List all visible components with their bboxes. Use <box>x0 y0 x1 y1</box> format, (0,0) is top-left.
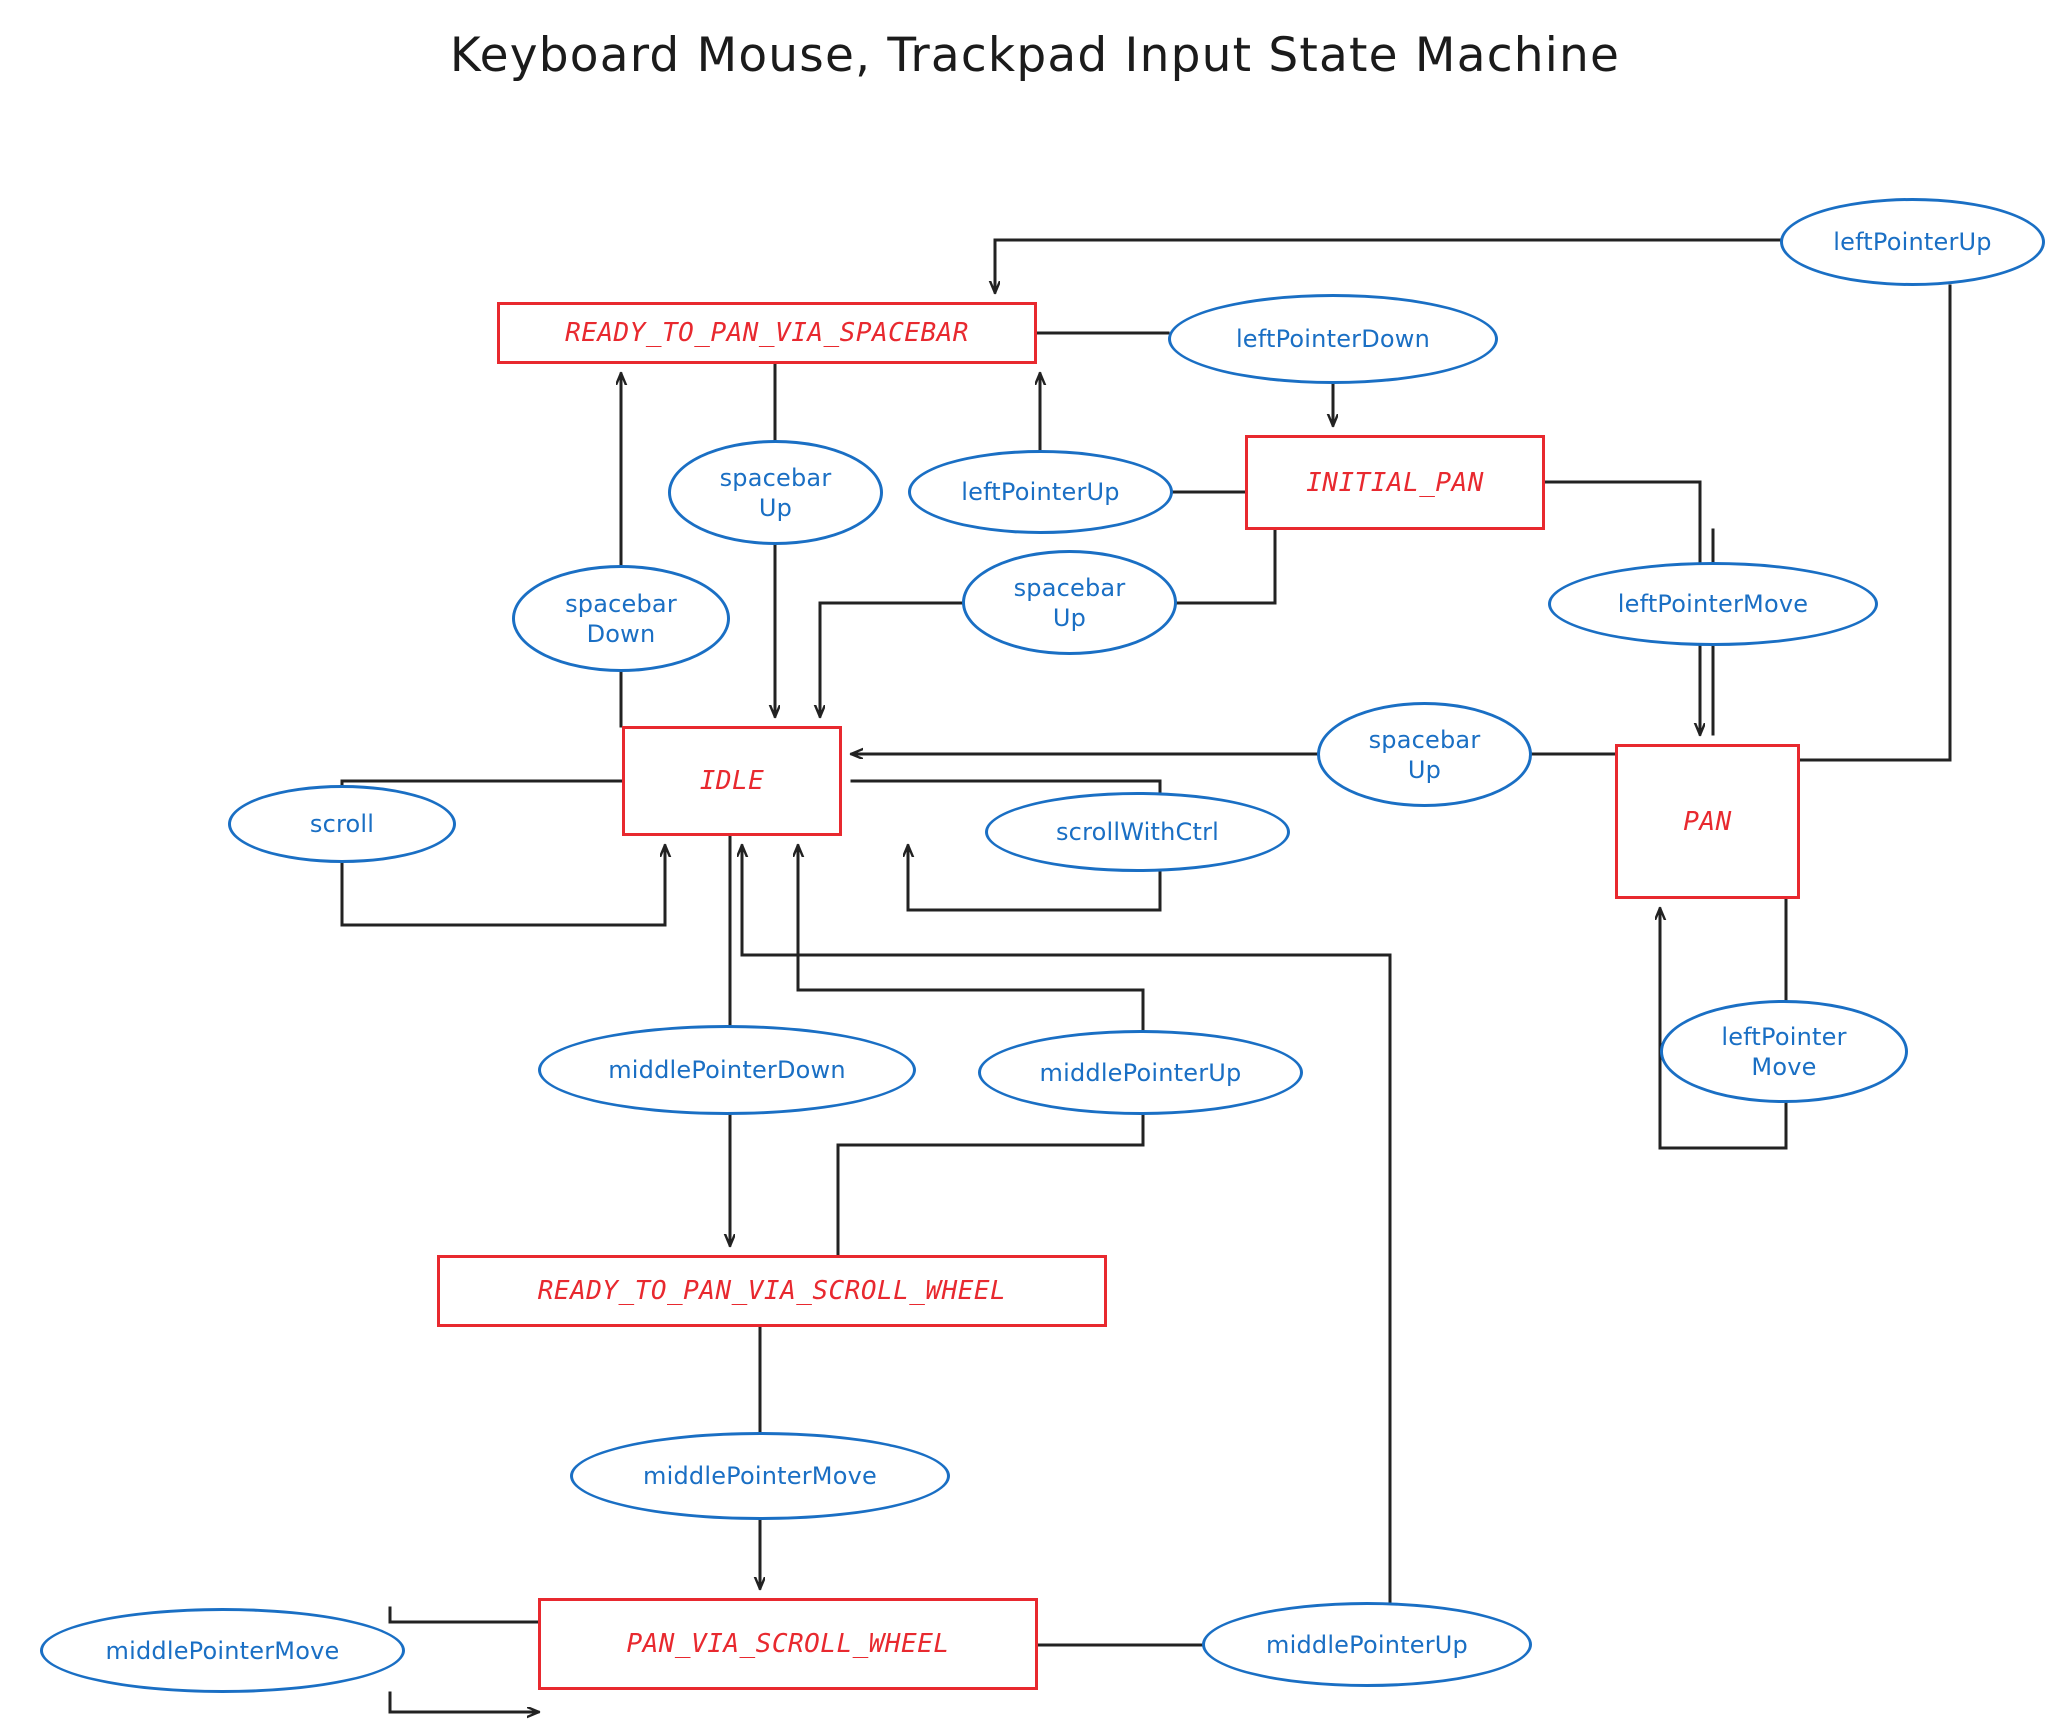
event-label: middlePointerMove <box>643 1462 877 1490</box>
event-label: spacebar Up <box>719 463 832 522</box>
event-label: scrollWithCtrl <box>1055 818 1220 846</box>
event-spacebar-up-3[interactable]: spacebar Up <box>1317 702 1532 807</box>
event-label: leftPointerMove <box>1617 590 1809 618</box>
event-left-pointer-move-self[interactable]: leftPointer Move <box>1660 1000 1908 1103</box>
event-label: leftPointerDown <box>1235 325 1431 353</box>
event-spacebar-down[interactable]: spacebar Down <box>512 565 730 672</box>
event-left-pointer-move-right[interactable]: leftPointerMove <box>1548 562 1878 646</box>
event-label: spacebar Down <box>565 589 677 648</box>
state-pan[interactable]: PAN <box>1615 744 1800 899</box>
state-label: PAN <box>1683 806 1732 837</box>
state-label: INITIAL_PAN <box>1306 467 1484 498</box>
event-left-pointer-up-top-right[interactable]: leftPointerUp <box>1780 198 2045 286</box>
state-idle[interactable]: IDLE <box>622 726 842 836</box>
event-label: leftPointerUp <box>1833 228 1992 256</box>
event-label: leftPointer Move <box>1721 1022 1847 1081</box>
event-label: middlePointerUp <box>1266 1630 1468 1659</box>
event-spacebar-up-1[interactable]: spacebar Up <box>668 440 883 545</box>
event-middle-pointer-up-top[interactable]: middlePointerUp <box>978 1030 1303 1115</box>
event-label: spacebar Up <box>1013 573 1126 632</box>
state-initial-pan[interactable]: INITIAL_PAN <box>1245 435 1545 530</box>
event-middle-pointer-down[interactable]: middlePointerDown <box>538 1025 916 1115</box>
event-middle-pointer-move-left[interactable]: middlePointerMove <box>40 1608 405 1693</box>
event-label: scroll <box>309 810 375 838</box>
state-label: PAN_VIA_SCROLL_WHEEL <box>626 1629 950 1659</box>
event-middle-pointer-move-mid[interactable]: middlePointerMove <box>570 1432 950 1520</box>
event-scroll-with-ctrl[interactable]: scrollWithCtrl <box>985 792 1290 872</box>
event-label: middlePointerDown <box>608 1056 846 1084</box>
event-left-pointer-up-mid[interactable]: leftPointerUp <box>908 450 1173 534</box>
event-label: leftPointerUp <box>961 478 1120 506</box>
state-ready-to-pan-via-spacebar[interactable]: READY_TO_PAN_VIA_SPACEBAR <box>497 302 1037 364</box>
page-title: Keyboard Mouse, Trackpad Input State Mac… <box>449 28 1621 83</box>
event-left-pointer-down[interactable]: leftPointerDown <box>1168 294 1498 384</box>
event-label: middlePointerUp <box>1039 1058 1242 1087</box>
event-scroll[interactable]: scroll <box>228 785 456 863</box>
state-label: READY_TO_PAN_VIA_SPACEBAR <box>565 318 969 348</box>
state-label: IDLE <box>699 766 765 796</box>
event-label: middlePointerMove <box>105 1636 340 1665</box>
state-ready-to-pan-via-scroll-wheel[interactable]: READY_TO_PAN_VIA_SCROLL_WHEEL <box>437 1255 1107 1327</box>
event-label: spacebar Up <box>1368 725 1481 784</box>
event-middle-pointer-up-bottom[interactable]: middlePointerUp <box>1202 1602 1532 1687</box>
event-spacebar-up-2[interactable]: spacebar Up <box>962 550 1177 655</box>
state-pan-via-scroll-wheel[interactable]: PAN_VIA_SCROLL_WHEEL <box>538 1598 1038 1690</box>
state-label: READY_TO_PAN_VIA_SCROLL_WHEEL <box>537 1276 1007 1306</box>
